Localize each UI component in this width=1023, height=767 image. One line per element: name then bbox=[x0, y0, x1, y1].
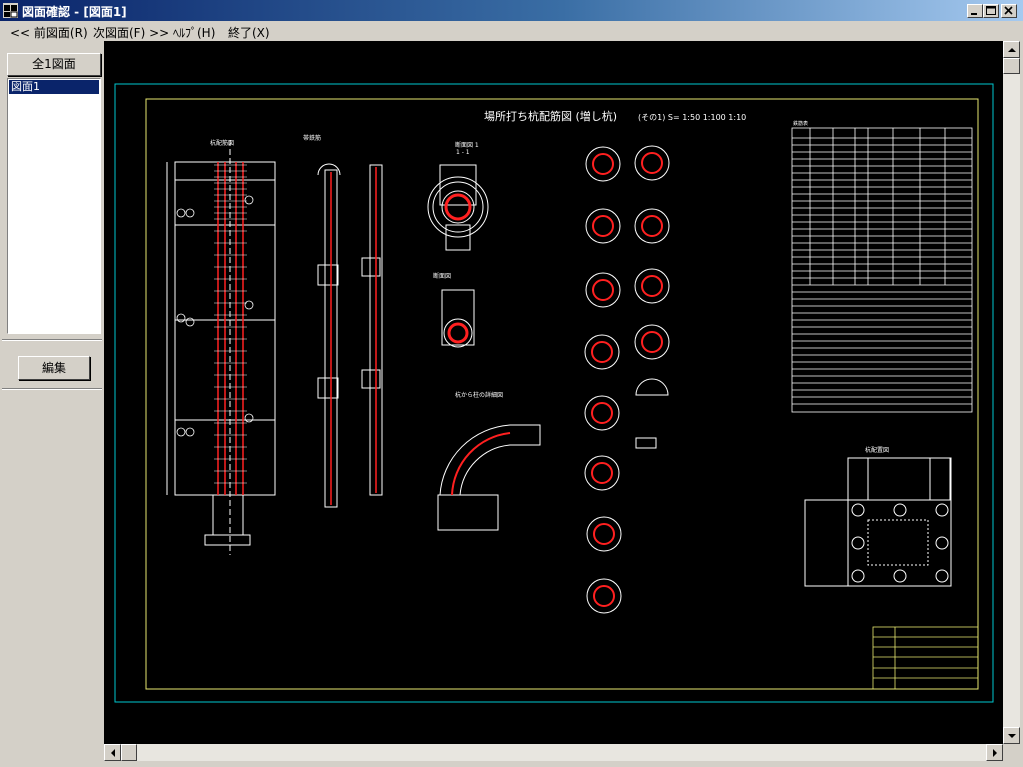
list-item[interactable]: 図面1 bbox=[9, 80, 99, 94]
callouts-front bbox=[176, 195, 254, 437]
scrollbar-corner bbox=[1003, 744, 1020, 761]
bend-detail bbox=[437, 424, 541, 531]
divider bbox=[2, 388, 102, 390]
section-b-rebar bbox=[447, 322, 469, 344]
rebar-sections-col1 bbox=[584, 146, 622, 614]
title-bar: 図面確認 - [図面1] bbox=[0, 0, 1023, 21]
bend-rebar bbox=[451, 432, 511, 496]
close-icon bbox=[1004, 6, 1013, 15]
plan-view-label: 杭配置図 bbox=[865, 446, 889, 454]
divider bbox=[2, 339, 102, 341]
section-aa-sub-label: 1 - 1 bbox=[456, 149, 470, 156]
scroll-right-button[interactable] bbox=[986, 744, 1003, 761]
edit-button[interactable]: 編集 bbox=[18, 356, 90, 380]
section-aa-rebar bbox=[444, 193, 472, 221]
arrow-left-icon bbox=[111, 749, 115, 757]
drawing-title: 場所打ち杭配筋図 (増し杭) bbox=[484, 109, 617, 123]
bend-detail-label: 杭から柱の詳細図 bbox=[455, 391, 503, 399]
left-panel: 全1図面 図面1 編集 bbox=[0, 41, 104, 767]
prev-drawing-menu[interactable]: << 前図面(R) bbox=[10, 26, 88, 40]
rebar-sections-col2 bbox=[634, 145, 670, 449]
minimize-icon bbox=[971, 13, 977, 15]
horizontal-scroll-thumb[interactable] bbox=[121, 744, 137, 761]
section-b bbox=[441, 289, 475, 348]
app-icon bbox=[3, 3, 18, 18]
rebar-table bbox=[791, 127, 973, 413]
title-block bbox=[872, 626, 979, 690]
arrow-down-icon bbox=[1008, 734, 1016, 738]
section-aa bbox=[427, 164, 489, 251]
inner-border bbox=[145, 98, 979, 690]
front-view-ties bbox=[214, 164, 247, 484]
drawing-scale: (その1) S= 1:50 1:100 1:10 bbox=[638, 113, 746, 122]
arrow-right-icon bbox=[993, 749, 997, 757]
maximize-button[interactable] bbox=[983, 4, 999, 18]
close-button[interactable] bbox=[1001, 4, 1017, 18]
outer-border bbox=[114, 83, 994, 703]
vertical-scrollbar[interactable] bbox=[1003, 41, 1020, 744]
section-aa-label: 断面図 1 bbox=[455, 141, 479, 149]
horizontal-scrollbar[interactable] bbox=[104, 744, 1003, 761]
rebar-rings-col1 bbox=[591, 153, 615, 607]
exit-menu[interactable]: 終了(X) bbox=[228, 26, 270, 40]
front-view-label: 杭配筋図 bbox=[210, 139, 234, 147]
section-b-label: 断面図 bbox=[433, 272, 451, 280]
rebar-rings-col2 bbox=[641, 152, 663, 353]
all-drawings-button[interactable]: 全1図面 bbox=[7, 53, 101, 76]
minimize-button[interactable] bbox=[967, 4, 983, 18]
side-view-rebar bbox=[330, 167, 377, 505]
front-view bbox=[166, 140, 276, 555]
scroll-left-button[interactable] bbox=[104, 744, 121, 761]
scroll-down-button[interactable] bbox=[1003, 727, 1020, 744]
rebar-table-title: 鉄筋表 bbox=[793, 120, 808, 127]
window-title: 図面確認 - [図面1] bbox=[22, 5, 127, 19]
plan-view bbox=[804, 457, 952, 587]
side-view-label: 帯鉄筋 bbox=[303, 134, 321, 142]
arrow-up-icon bbox=[1008, 48, 1016, 52]
drawing-list[interactable]: 図面1 bbox=[7, 78, 101, 334]
scroll-up-button[interactable] bbox=[1003, 41, 1020, 58]
front-view-rebar bbox=[217, 162, 244, 495]
menu-bar: << 前図面(R) 次図面(F) >> ﾍﾙﾌﾟ(H) 終了(X) bbox=[0, 21, 1023, 41]
next-drawing-menu[interactable]: 次図面(F) >> bbox=[93, 26, 170, 40]
drawing-canvas[interactable]: 場所打ち杭配筋図 (増し杭) (その1) S= 1:50 1:100 1:10 … bbox=[104, 41, 1003, 744]
maximize-icon bbox=[986, 6, 996, 15]
vertical-scroll-thumb[interactable] bbox=[1003, 58, 1020, 74]
cad-drawing: 場所打ち杭配筋図 (増し杭) (その1) S= 1:50 1:100 1:10 … bbox=[114, 83, 994, 703]
help-menu[interactable]: ﾍﾙﾌﾟ(H) bbox=[173, 26, 216, 40]
side-view bbox=[317, 163, 383, 508]
